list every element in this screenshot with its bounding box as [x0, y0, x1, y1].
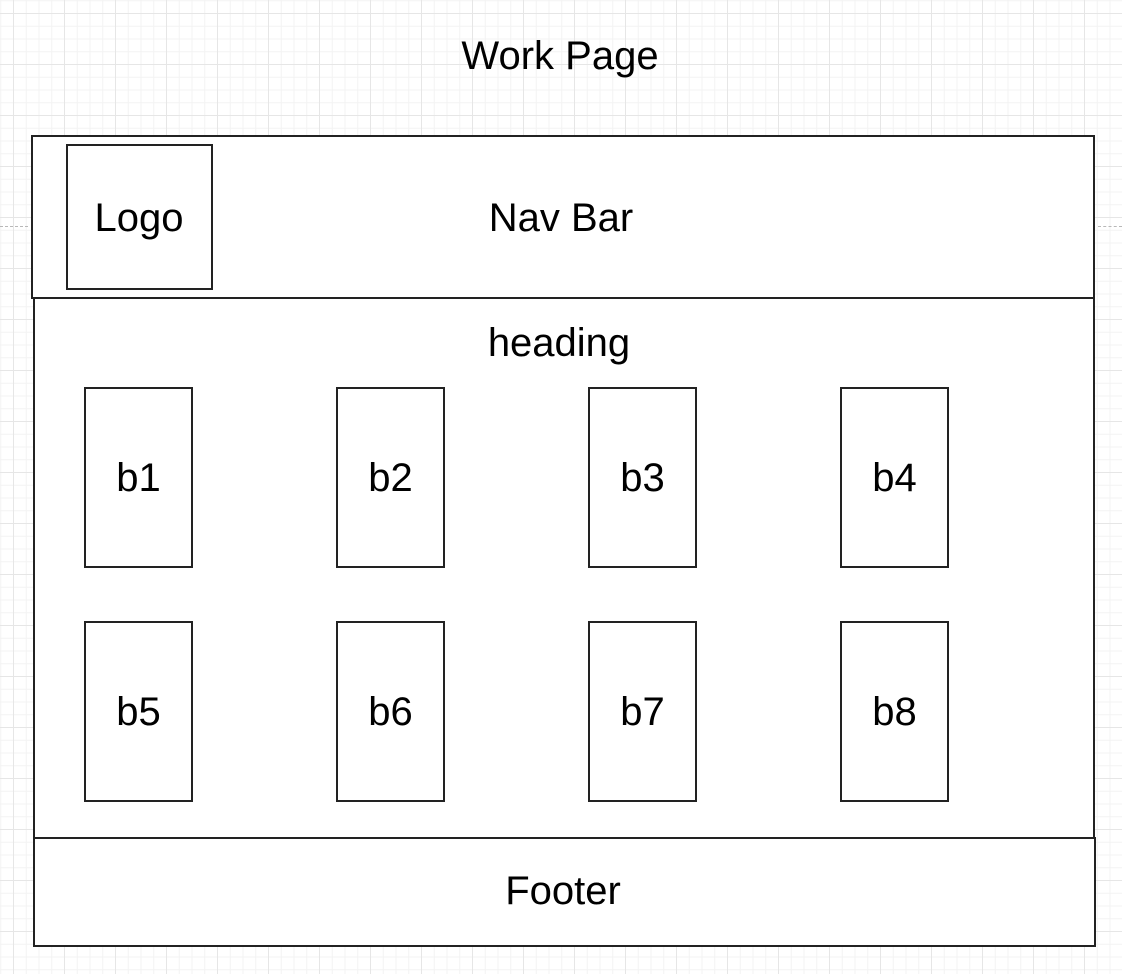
logo-label: Logo — [94, 196, 184, 240]
block-label: b7 — [620, 689, 665, 734]
block-label: b5 — [116, 689, 161, 734]
block-b7[interactable]: b7 — [588, 621, 697, 802]
block-b4[interactable]: b4 — [840, 387, 949, 568]
block-b3[interactable]: b3 — [588, 387, 697, 568]
block-label: b6 — [368, 689, 413, 734]
footer-label: Footer — [505, 869, 621, 913]
block-b2[interactable]: b2 — [336, 387, 445, 568]
logo-box[interactable] — [66, 144, 213, 290]
footer-box — [33, 837, 1096, 947]
block-b8[interactable]: b8 — [840, 621, 949, 802]
navbar-label: Nav Bar — [488, 196, 634, 240]
block-b1[interactable]: b1 — [84, 387, 193, 568]
block-label: b1 — [116, 455, 161, 500]
block-label: b8 — [872, 689, 917, 734]
left-guide-line — [0, 226, 28, 227]
block-label: b3 — [620, 455, 665, 500]
page-title: Work Page — [461, 34, 659, 78]
right-guide-line — [1098, 226, 1122, 227]
block-b5[interactable]: b5 — [84, 621, 193, 802]
block-label: b4 — [872, 455, 917, 500]
block-label: b2 — [368, 455, 413, 500]
content-heading: heading — [487, 321, 631, 365]
block-b6[interactable]: b6 — [336, 621, 445, 802]
